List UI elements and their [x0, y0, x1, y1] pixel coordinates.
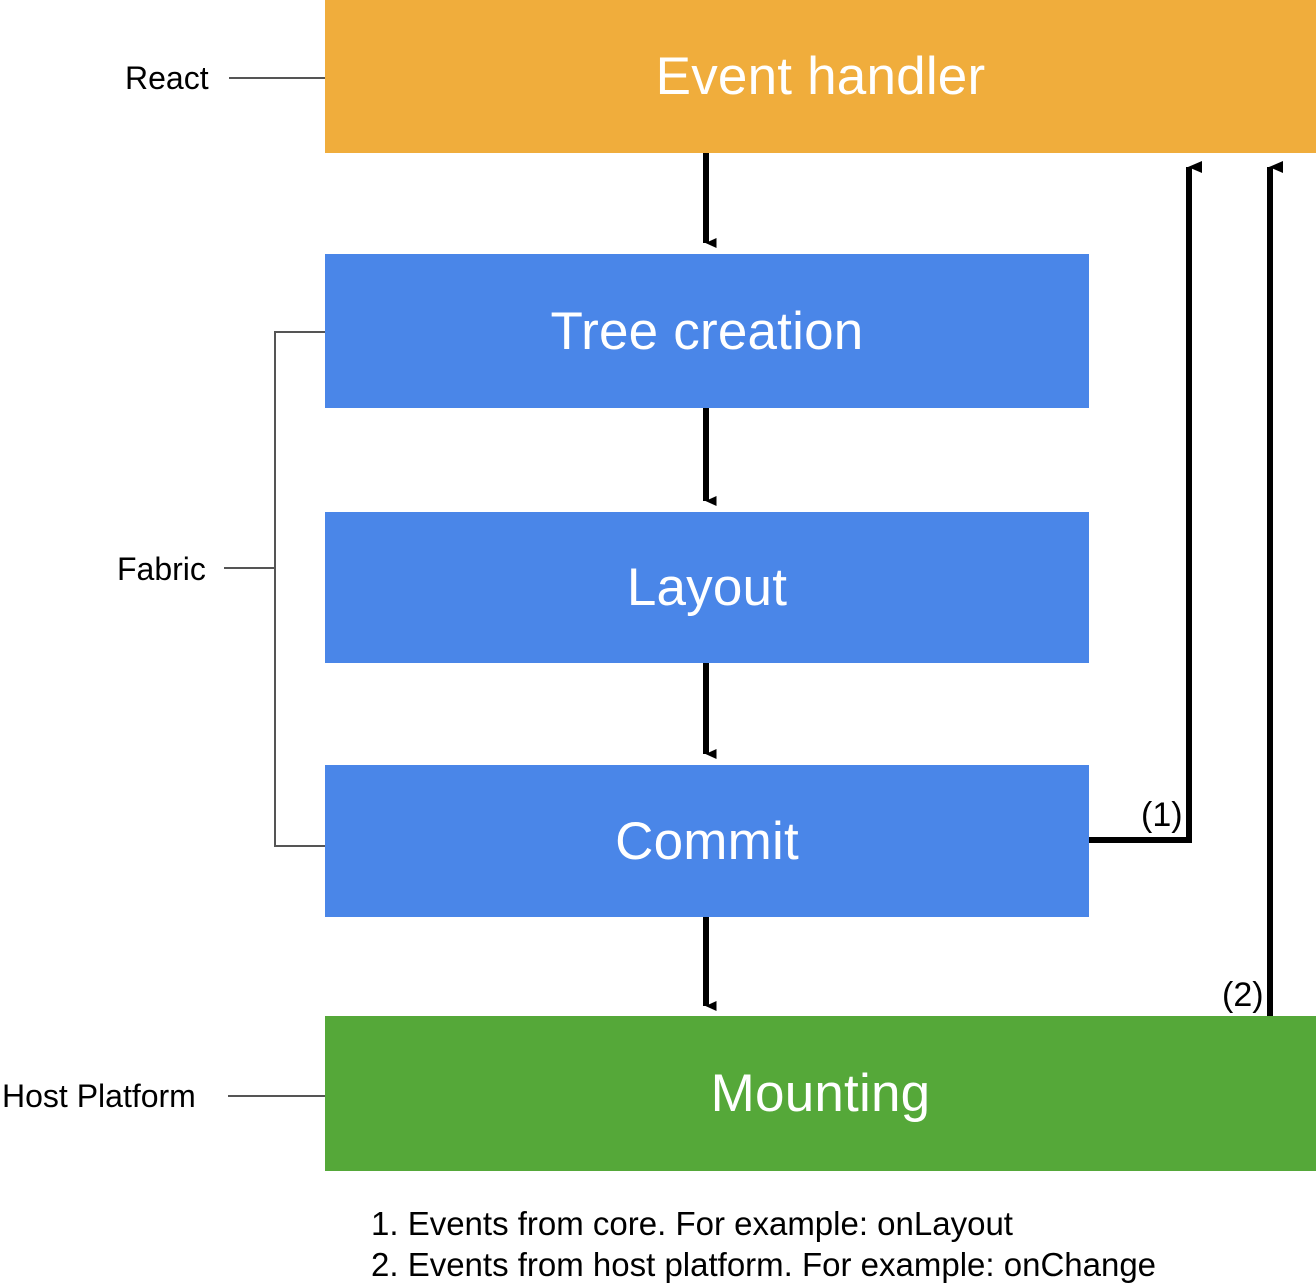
legend-item-2: 2. Events from host platform. For exampl…: [371, 1246, 1157, 1283]
node-event-handler[interactable]: Event handler: [325, 0, 1316, 153]
arrow-feedback-one: [1089, 161, 1202, 843]
node-mounting[interactable]: Mounting: [325, 1016, 1316, 1171]
edge-ref-label-two: (2): [1222, 976, 1264, 1014]
legend-item-1: 1. Events from core. For example: onLayo…: [371, 1205, 1013, 1242]
node-tree-creation-label: Tree creation: [550, 301, 864, 361]
node-tree-creation[interactable]: Tree creation: [325, 254, 1089, 408]
fabric-bracket: [274, 331, 325, 847]
group-label-react: React: [125, 60, 209, 96]
group-label-fabric: Fabric: [117, 551, 206, 587]
node-mounting-label: Mounting: [710, 1064, 931, 1123]
node-commit[interactable]: Commit: [325, 765, 1089, 917]
node-commit-label: Commit: [615, 811, 799, 871]
node-layout-label: Layout: [626, 558, 788, 617]
node-layout[interactable]: Layout: [325, 512, 1089, 663]
group-label-host-platform: Host Platform: [2, 1078, 196, 1114]
node-event-handler-label: Event handler: [655, 47, 986, 106]
legend: 1. Events from core. For example: onLayo…: [371, 1203, 1156, 1285]
edge-ref-label-one: (1): [1141, 796, 1183, 834]
